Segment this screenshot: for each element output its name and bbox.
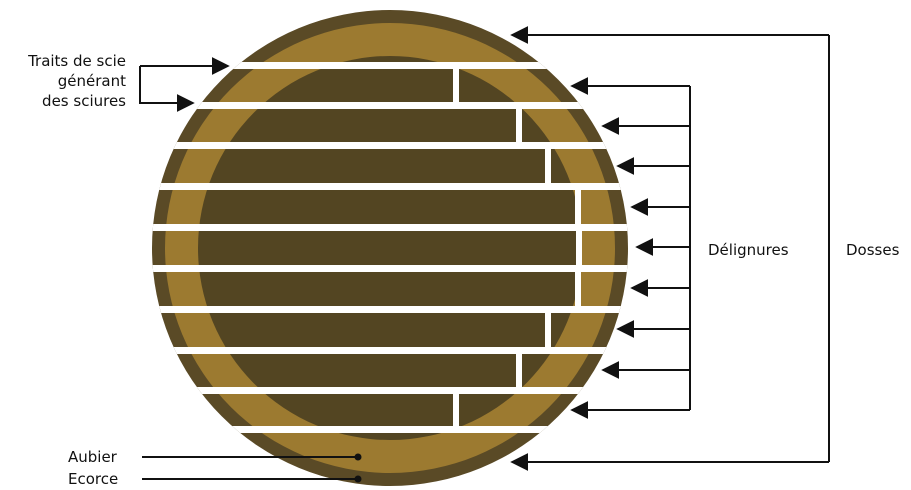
edging-cut [516,354,522,387]
dosses-label: Dosses [846,241,899,259]
heartwood [198,56,582,440]
delignures-label: Délignures [708,241,789,259]
saw-kerf [120,265,680,272]
saw-kerf [120,306,680,313]
saw-kerf [120,426,680,433]
edging-cut [575,272,581,306]
saw-kerf [120,102,680,109]
saw-kerf [120,183,680,190]
edging-cut [545,149,551,183]
saw-cuts-label: Traits de scie générant des sciures [2,52,126,110]
edging-cut [453,394,459,426]
ecorce-label: Ecorce [68,470,118,488]
saw-kerf [120,224,680,231]
edging-cut [516,109,522,142]
saw-cuts-line-2: générant [2,72,126,90]
edging-cut [545,313,551,347]
edging-cut [453,69,459,102]
saw-kerf [120,142,680,149]
aubier-label: Aubier [68,448,117,466]
edging-cut [575,190,581,224]
saw-kerf [120,347,680,354]
saw-cuts-line-1: Traits de scie [2,52,126,70]
saw-kerf [120,387,680,394]
edging-cut [576,231,582,265]
saw-cuts-line-3: des sciures [2,92,126,110]
